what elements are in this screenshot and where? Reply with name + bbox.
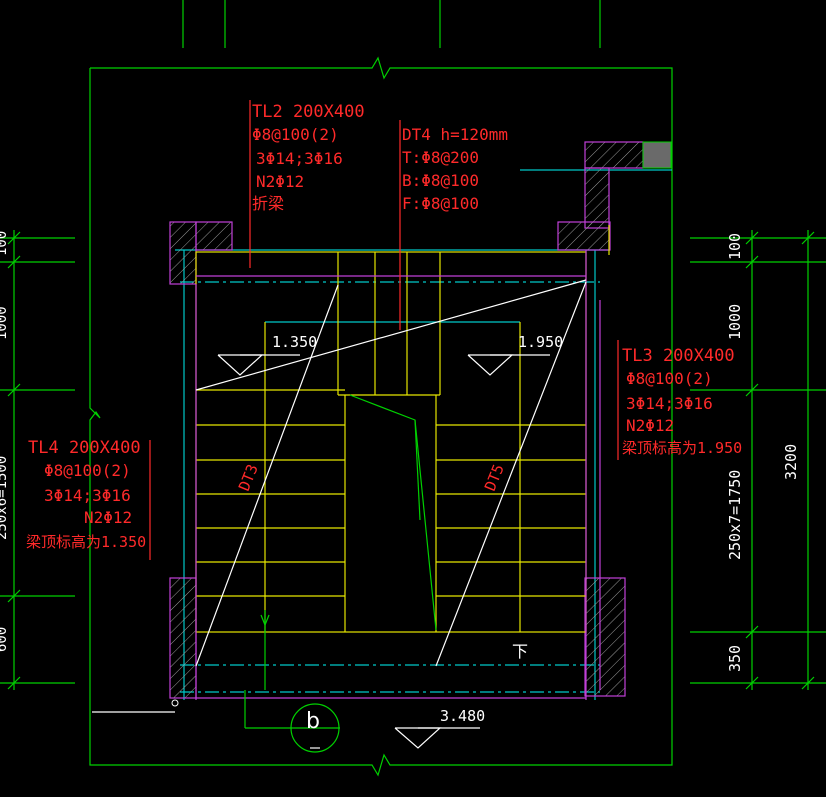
tl2-line-5: 折梁 [252,194,284,213]
dim-left-1500: 250x6=1500 [0,456,10,540]
tl2-line-4: N2Φ12 [256,172,304,191]
tl3-line-4: N2Φ12 [626,416,674,435]
tl4-line-4: N2Φ12 [84,508,132,527]
dim-right-total: 3200 [782,444,800,480]
left-callout [92,100,619,713]
tl3-line-5: 梁顶标高为1.950 [622,439,742,457]
right-dimensions: 100 1000 250x7=1750 350 3200 [690,230,826,690]
tl3-line-1: TL3 200X400 [622,346,735,366]
elevation-left: 1.350 [272,333,317,351]
dim-left-100: 100 [0,231,10,256]
left-dimensions: 100 1000 250x6=1500 600 [0,230,75,690]
dim-left-1000: 1000 [0,306,10,340]
stair-structure [195,225,610,633]
outer-wall-boundary [89,56,673,777]
tl2-line-2: Φ8@100(2) [252,125,339,144]
dim-right-1750: 250x7=1750 [726,470,744,560]
tl3-line-2: Φ8@100(2) [626,369,713,388]
beam-lines [195,250,601,700]
annotation-dt4: DT4 h=120mm T:Φ8@200 B:Φ8@100 F:Φ8@100 [402,125,508,213]
elevation-bottom: 3.480 [440,707,485,725]
dt4-line-2: T:Φ8@200 [402,148,479,167]
slab-label-dt3: DT3 [235,462,262,494]
dim-right-1000: 1000 [726,304,744,340]
dim-right-100: 100 [726,233,744,260]
tl4-line-2: Φ8@100(2) [44,461,131,480]
hatched-walls [169,141,672,699]
axis-bubble-group: b [244,610,340,753]
top-grid-lines [182,0,601,48]
axis-bubble-label: b [306,709,320,734]
elevation-markers [217,354,550,749]
dt4-line-3: B:Φ8@100 [402,171,479,190]
down-mark: 下 [512,642,528,661]
dt4-line-1: DT4 h=120mm [402,125,508,144]
tl4-line-5: 梁顶标高为1.350 [26,533,146,551]
tl4-line-3: 3Φ14;3Φ16 [44,486,131,505]
elevation-right: 1.950 [518,333,563,351]
annotation-tl3: TL3 200X400 Φ8@100(2) 3Φ14;3Φ16 N2Φ12 梁顶… [622,346,742,457]
dim-left-600: 600 [0,627,10,652]
tl4-line-1: TL4 200X400 [28,438,141,458]
dt4-line-4: F:Φ8@100 [402,194,479,213]
annotation-tl2: TL2 200X400 Φ8@100(2) 3Φ14;3Φ16 N2Φ12 折梁 [252,102,365,213]
annotation-tl4: TL4 200X400 Φ8@100(2) 3Φ14;3Φ16 N2Φ12 梁顶… [26,438,146,551]
tl2-line-3: 3Φ14;3Φ16 [256,149,343,168]
tl2-line-1: TL2 200X400 [252,102,365,122]
slab-label-dt5: DT5 [481,462,508,494]
tl3-line-3: 3Φ14;3Φ16 [626,394,713,413]
dim-right-350: 350 [726,645,744,672]
slab-diagonals [195,279,587,667]
